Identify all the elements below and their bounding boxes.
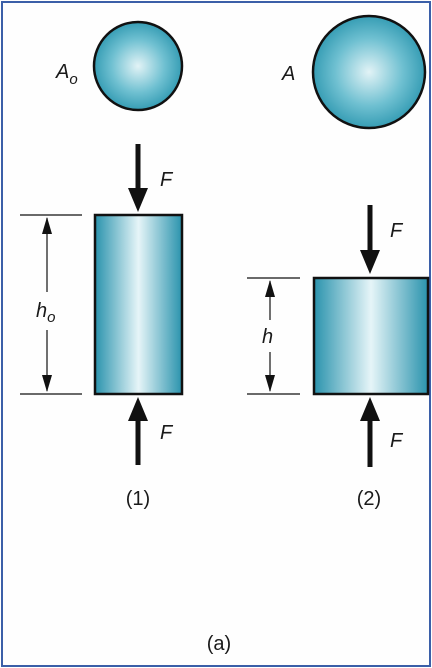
height-label-1: ho (36, 300, 55, 326)
force-label-top-2: F (390, 220, 404, 242)
specimen-cylinder-2 (312, 276, 430, 396)
force-label-top-1: F (160, 169, 174, 191)
figure-label: (a) (207, 633, 231, 655)
force-label-bottom-2: F (390, 430, 404, 452)
height-label-2: h (262, 326, 273, 348)
area-label-2: A (281, 63, 295, 85)
height-dimension-1 (20, 214, 82, 395)
cross-section-circle-2 (311, 14, 427, 130)
force-arrow-top-2 (360, 205, 380, 274)
force-arrow-bottom-1 (128, 397, 148, 465)
height-dimension-2 (247, 277, 300, 395)
cross-section-circle-1 (92, 20, 184, 112)
specimen-number-1: (1) (126, 488, 150, 510)
force-label-bottom-1: F (160, 422, 174, 444)
specimen-number-2: (2) (357, 488, 381, 510)
force-arrow-bottom-2 (360, 397, 380, 467)
area-label-1: Ao (55, 61, 78, 88)
specimen-cylinder-1 (93, 213, 184, 396)
force-arrow-top-1 (128, 144, 148, 212)
